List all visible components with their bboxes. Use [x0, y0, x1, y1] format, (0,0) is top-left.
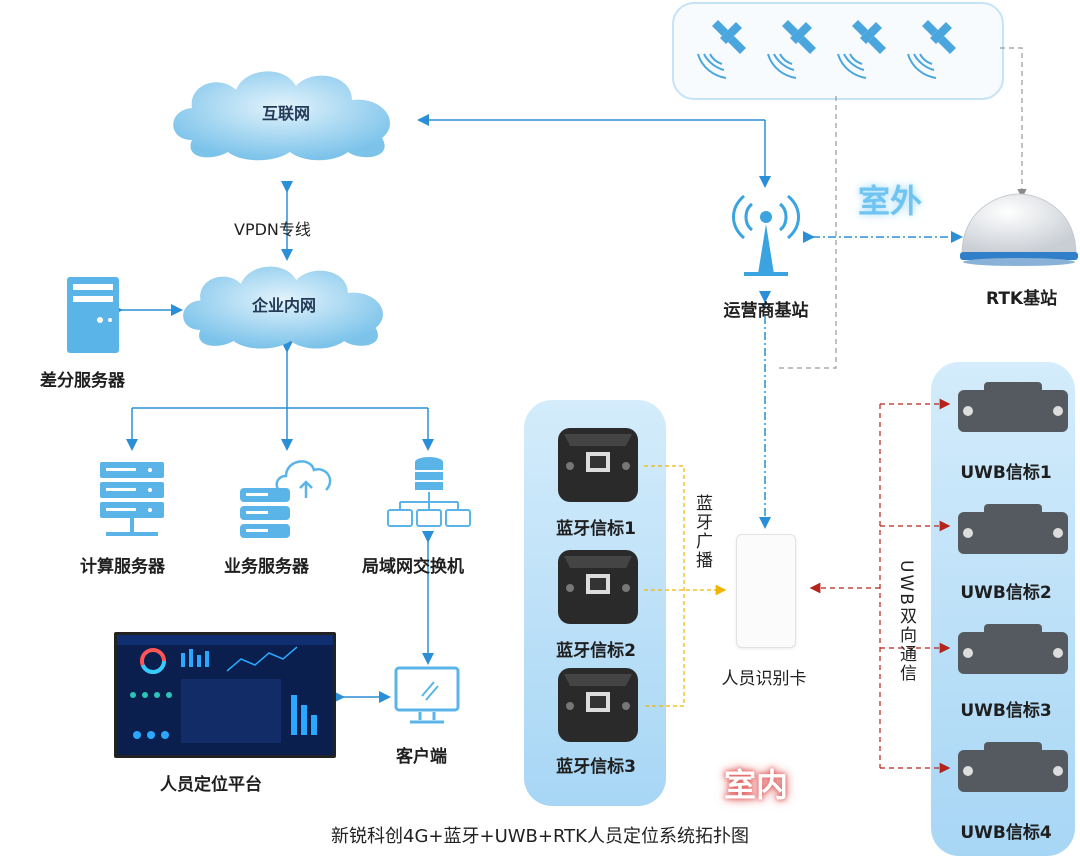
uwb-beacon-3-label: UWB信标3: [960, 701, 1052, 721]
personnel-card-label: 人员识别卡: [721, 669, 807, 689]
indoor-tag: 室内: [724, 766, 789, 804]
uwb-beacon-icon: [958, 742, 1068, 792]
compute-server-icon: [100, 462, 164, 536]
diff-server-icon: [67, 277, 119, 353]
rtk-station-icon: [960, 193, 1078, 266]
bluetooth-beacon-icon: [558, 550, 638, 624]
intranet-label: 企业内网: [251, 296, 317, 315]
uwb-beacon-icon: [958, 382, 1068, 432]
bluetooth-broadcast-label: 蓝牙广播: [692, 494, 712, 570]
carrier-station-icon: [732, 194, 800, 276]
personnel-card-icon: [736, 534, 796, 648]
client-label: 客户端: [396, 747, 447, 767]
uwb-comm-label: UWB双向通信: [896, 560, 916, 683]
diff-server-label: 差分服务器: [40, 371, 125, 391]
vpdn-label: VPDN专线: [234, 220, 311, 239]
business-server-icon: [240, 460, 332, 538]
bluetooth-beacon-icon: [558, 428, 638, 502]
client-monitor-icon: [394, 666, 460, 724]
carrier-station-label: 运营商基站: [723, 301, 809, 321]
bluetooth-beacon-1-label: 蓝牙信标1: [556, 519, 636, 539]
uwb-beacon-icon: [958, 504, 1068, 554]
business-server-label: 业务服务器: [224, 557, 309, 577]
uwb-beacon-2-label: UWB信标2: [960, 583, 1052, 603]
diagram-caption: 新锐科创4G+蓝牙+UWB+RTK人员定位系统拓扑图: [331, 826, 749, 847]
bluetooth-beacon-2-label: 蓝牙信标2: [556, 641, 636, 661]
satellites-icon: [697, 19, 957, 79]
compute-server-label: 计算服务器: [80, 557, 165, 577]
internet-label: 互联网: [261, 104, 311, 123]
internet-cloud-icon: [173, 71, 391, 161]
platform-label: 人员定位平台: [160, 775, 262, 795]
lan-switch-label: 局域网交换机: [362, 557, 464, 577]
platform-screen: [114, 632, 336, 758]
uwb-beacon-icon: [958, 624, 1068, 674]
outdoor-tag: 室外: [858, 182, 923, 220]
intranet-cloud-icon: [183, 266, 383, 349]
rtk-station-label: RTK基站: [986, 289, 1058, 309]
lan-switch-icon: [387, 457, 471, 527]
uwb-beacon-4-label: UWB信标4: [960, 823, 1052, 843]
bluetooth-beacon-icon: [558, 668, 638, 742]
bluetooth-beacon-3-label: 蓝牙信标3: [556, 757, 636, 777]
uwb-beacon-1-label: UWB信标1: [960, 463, 1052, 483]
